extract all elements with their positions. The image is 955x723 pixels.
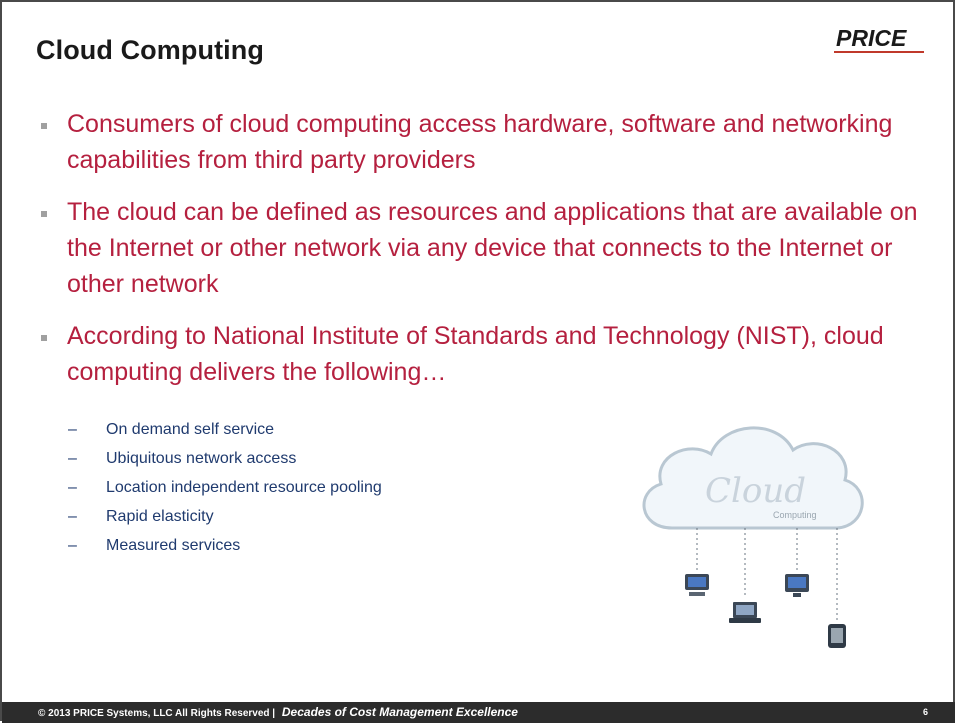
sub-bullet-text: Location independent resource pooling xyxy=(106,479,382,496)
cloud-text: Cloud xyxy=(705,471,806,511)
sub-bullet-text: On demand self service xyxy=(106,421,275,438)
square-bullet-icon xyxy=(41,123,47,129)
laptop-icon xyxy=(729,602,761,623)
cloud-shape xyxy=(642,426,864,530)
tablet-icon xyxy=(828,624,846,648)
connection-lines xyxy=(696,528,838,622)
footer-bar: © 2013 PRICE Systems, LLC All Rights Res… xyxy=(2,702,955,723)
dash-bullet: – xyxy=(68,508,77,525)
dash-bullet: – xyxy=(68,537,77,554)
sub-bullet-text: Measured services xyxy=(106,537,241,554)
sub-bullet-item: – Rapid elasticity xyxy=(66,507,382,536)
bullet-list: Consumers of cloud computing access hard… xyxy=(40,106,920,406)
page-number: 6 xyxy=(922,707,928,717)
dash-bullet: – xyxy=(68,479,77,496)
sub-bullet-item: – On demand self service xyxy=(66,420,382,449)
sub-bullet-text: Ubiquitous network access xyxy=(106,450,297,467)
sub-bullet-list: – On demand self service – Ubiquitous netw… xyxy=(66,420,382,565)
square-bullet-icon xyxy=(41,211,47,217)
tagline-text: Decades of Cost Management Excellence xyxy=(281,705,518,719)
dash-bullet: – xyxy=(68,421,77,438)
square-bullet-icon xyxy=(41,335,47,341)
monitor-icon xyxy=(785,574,809,597)
footer-text: © 2013 PRICE Systems, LLC All Rights Res… xyxy=(38,705,518,719)
bullet-text: According to National Institute of Stand… xyxy=(67,322,884,386)
sub-bullet-item: – Location independent resource pooling xyxy=(66,478,382,507)
slide-title: Cloud Computing xyxy=(36,35,264,65)
bullet-item: According to National Institute of Stand… xyxy=(40,318,920,390)
bullet-text: Consumers of cloud computing access hard… xyxy=(67,110,893,174)
dash-bullet: – xyxy=(68,450,77,467)
bullet-text: The cloud can be defined as resources an… xyxy=(67,198,918,298)
sub-bullet-item: – Ubiquitous network access xyxy=(66,449,382,478)
bullet-item: Consumers of cloud computing access hard… xyxy=(40,106,920,178)
logo-text: PRICE xyxy=(836,25,907,51)
computing-text: Computing xyxy=(773,510,817,520)
bullet-item: The cloud can be defined as resources an… xyxy=(40,194,920,302)
price-logo: PRICE xyxy=(834,25,924,53)
copyright-text: © 2013 PRICE Systems, LLC All Rights Res… xyxy=(38,708,276,719)
cloud-computing-image: Cloud Computing xyxy=(642,426,864,648)
desktop-computer-icon xyxy=(685,574,709,596)
sub-bullet-item: – Measured services xyxy=(66,536,382,565)
sub-bullet-text: Rapid elasticity xyxy=(106,508,214,525)
